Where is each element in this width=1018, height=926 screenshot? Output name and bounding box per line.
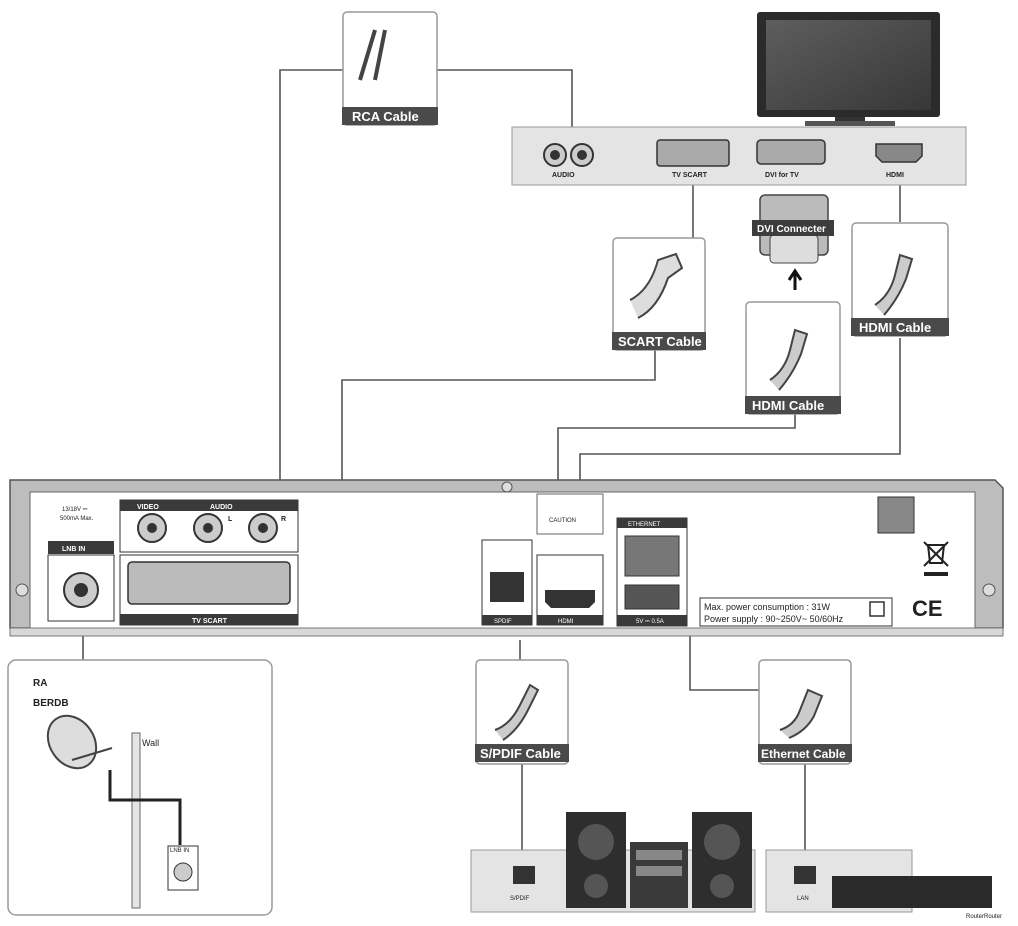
tv-dvi-port bbox=[756, 139, 826, 165]
router-lan-port bbox=[794, 866, 816, 884]
receiver-hdmi-port bbox=[545, 590, 595, 608]
spdif-cable-box: S/PDIF Cable bbox=[475, 659, 569, 765]
tv bbox=[757, 12, 940, 126]
tv-dvi-label: DVI for TV bbox=[765, 172, 799, 179]
tv-connector-panel: AUDIO TV SCART DVI for TV HDMI bbox=[511, 126, 967, 186]
router: LAN RouterRouter bbox=[765, 849, 1002, 920]
spdif-cable-label: S/PDIF Cable bbox=[480, 746, 561, 761]
hdmi-tv-cable-label: HDMI Cable bbox=[859, 320, 931, 335]
scart-plug-icon bbox=[629, 252, 684, 319]
screw-icon bbox=[15, 583, 29, 597]
power-consumption-label: Max. power consumption : 31W bbox=[704, 602, 831, 612]
video-label: VIDEO bbox=[137, 504, 159, 511]
hdmi-plug-icon bbox=[769, 328, 809, 391]
audio-r-label: R bbox=[281, 516, 286, 523]
receiver-hdmi-label: HDMI bbox=[558, 619, 574, 625]
wall-icon bbox=[131, 732, 141, 909]
lnb-in-label: LNB IN bbox=[62, 546, 85, 553]
tv-audio-jacks bbox=[543, 143, 594, 167]
scart-cable-label: SCART Cable bbox=[618, 334, 702, 349]
ethernet-cable-label: Ethernet Cable bbox=[761, 747, 846, 761]
power-socket bbox=[877, 496, 915, 534]
dvi-connector: DVI Connecter bbox=[752, 194, 834, 290]
router-label: RouterRouter bbox=[966, 914, 1002, 920]
usb-port bbox=[624, 584, 680, 610]
hdmi-tv-cable-box: HDMI Cable bbox=[851, 222, 949, 337]
ethernet-port bbox=[624, 535, 680, 577]
receiver-scart-port bbox=[127, 561, 291, 605]
usb-label: 5V ⎓ 0.5A bbox=[636, 619, 664, 625]
tv-scart-label: TV SCART bbox=[672, 172, 708, 179]
ethernet-plug-icon bbox=[779, 688, 824, 739]
power-supply-label: Power supply : 90~250V~ 50/60Hz bbox=[704, 614, 844, 624]
dish-installation-box: RA BERDB Wall LNB IN bbox=[7, 659, 273, 916]
receiver-scart-label: TV SCART bbox=[192, 618, 228, 625]
spdif-plug-icon bbox=[494, 683, 540, 741]
dish-title-line2: BERDB bbox=[33, 698, 69, 709]
scart-cable-box: SCART Cable bbox=[612, 237, 706, 351]
lnb-current-label: 500mA Max. bbox=[60, 516, 94, 522]
hdmi-dvi-cable-label: HDMI Cable bbox=[752, 398, 824, 413]
dish-title-line1: RA bbox=[33, 678, 47, 689]
caution-label: CAUTION bbox=[549, 518, 576, 524]
ethernet-label: ETHERNET bbox=[628, 522, 661, 528]
audio-spdif-port bbox=[513, 866, 535, 884]
rca-wire bbox=[279, 69, 345, 500]
spdif-port bbox=[490, 572, 524, 602]
screw-icon bbox=[501, 481, 513, 493]
satellite-dish-icon bbox=[46, 714, 113, 770]
wall-label: Wall bbox=[142, 738, 159, 748]
double-insulation-icon bbox=[869, 601, 885, 617]
rca-plug-icon bbox=[358, 29, 387, 81]
rca-cable-box: RCA Cable bbox=[342, 11, 438, 126]
spdif-label: SPDIF bbox=[494, 619, 512, 625]
audio-system: S/PDIF bbox=[470, 812, 756, 913]
dish-lnb-in-label: LNB IN bbox=[170, 848, 189, 854]
screw-icon bbox=[982, 583, 996, 597]
audio-spdif-label: S/PDIF bbox=[510, 896, 530, 902]
hdmi-plug-icon bbox=[874, 253, 914, 316]
weee-bin-icon bbox=[923, 541, 949, 576]
tv-hdmi-label: HDMI bbox=[886, 172, 904, 179]
router-lan-label: LAN bbox=[797, 896, 809, 902]
arrow-up-icon bbox=[787, 268, 803, 290]
ethernet-cable-box: Ethernet Cable bbox=[758, 659, 852, 765]
audio-label: AUDIO bbox=[210, 504, 233, 511]
rca-cable-label: RCA Cable bbox=[352, 109, 419, 124]
router-icon bbox=[832, 876, 992, 908]
dvi-connector-label: DVI Connecter bbox=[757, 224, 826, 235]
lnb-power-label: 13/18V ⎓ bbox=[62, 507, 88, 513]
ce-mark-icon: CE bbox=[912, 596, 943, 621]
tv-hdmi-port bbox=[875, 143, 923, 163]
dvi-connector-caption-bg bbox=[752, 220, 834, 236]
tv-scart-port bbox=[656, 139, 730, 167]
tv-audio-label: AUDIO bbox=[552, 172, 575, 179]
rca-wire-tv bbox=[435, 69, 573, 140]
hdmi-dvi-cable-box: HDMI Cable bbox=[745, 301, 841, 415]
receiver-back-panel: 13/18V ⎓ 500mA Max. LNB IN VIDEO AUDIO L… bbox=[9, 479, 1004, 637]
audio-l-label: L bbox=[228, 516, 233, 523]
